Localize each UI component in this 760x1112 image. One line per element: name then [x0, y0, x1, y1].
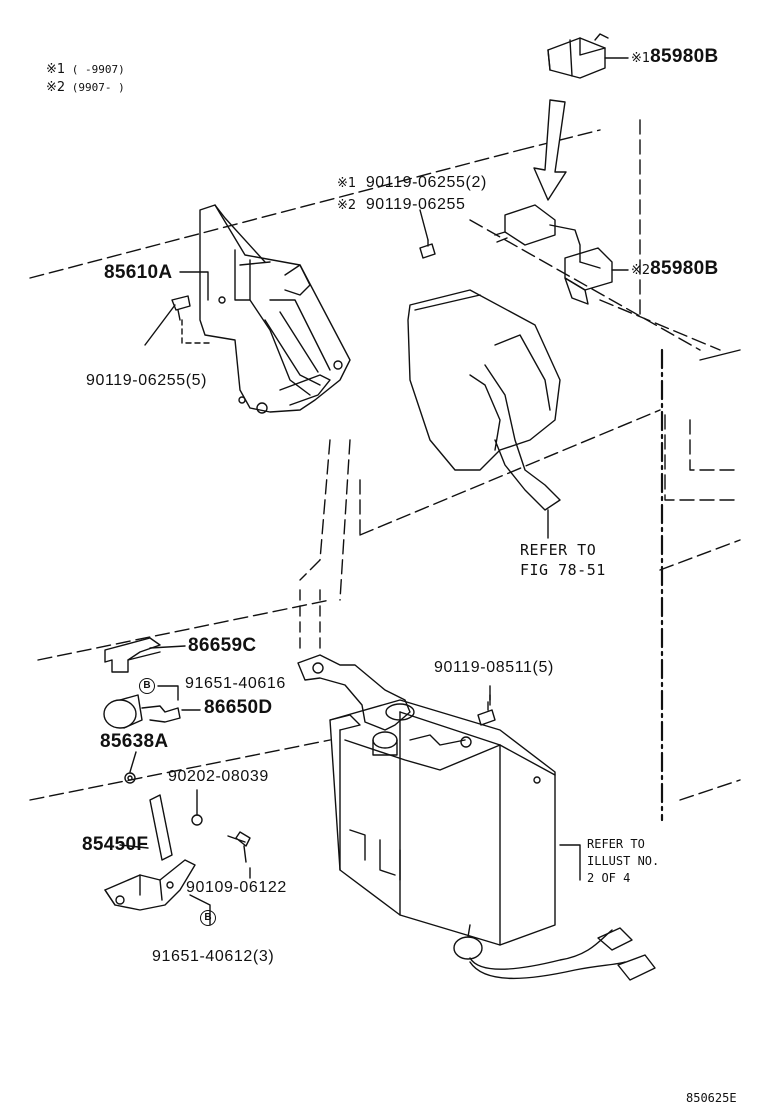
callout-85610A[interactable]: 85610A [104, 262, 173, 283]
refer-fig-note[interactable]: REFER TO FIG 78-51 [520, 541, 606, 579]
callout-90119-08511-5[interactable]: 90119-08511(5) [434, 659, 554, 676]
relay-85980B-1 [547, 33, 609, 79]
link-rod [297, 654, 415, 756]
bracket-86659C [104, 637, 161, 673]
nut-90202 [124, 772, 136, 784]
height-control-85450F [104, 794, 196, 911]
callout-85980B-1[interactable]: ※185980B [631, 46, 719, 67]
bolt-90109 [227, 831, 251, 863]
callout-85980B-2[interactable]: ※285980B [631, 258, 719, 279]
callout-90109-06122[interactable]: 90109-06122 [186, 879, 287, 896]
callout-85638A[interactable]: 85638A [100, 731, 169, 752]
diagram-code: 850625E [686, 1091, 737, 1105]
bolt-90119-06255-5 [171, 295, 191, 321]
ecu-cover [407, 289, 561, 511]
refer-illust-note[interactable]: REFER TO ILLUST NO. 2 OF 4 [587, 837, 660, 885]
body-outline-lower [37, 599, 331, 661]
legend-line-2: ※2 (9907- ) [46, 80, 125, 95]
callout-86659C[interactable]: 86659C [188, 635, 257, 656]
bolt-90119-06255 [419, 239, 436, 259]
callout-90119-06255[interactable]: ※2 90119-06255 [337, 196, 466, 213]
callout-85450F[interactable]: 85450F [82, 834, 149, 855]
callout-91651-40612-3[interactable]: 91651-40612(3) [152, 948, 275, 965]
bolt-90119-08511 [477, 701, 496, 726]
callout-90119-06255-2[interactable]: ※1 90119-06255(2) [337, 174, 487, 191]
legend-line-1: ※1 ( -9907) [46, 62, 125, 77]
callout-90119-06255-5[interactable]: 90119-06255(5) [86, 372, 208, 389]
callout-90202-08039[interactable]: 90202-08039 [168, 768, 269, 785]
sensor-86650D [103, 694, 181, 729]
callout-86650D[interactable]: 86650D [204, 697, 273, 718]
relay-85980B-2 [494, 204, 613, 305]
callout-91651-40616[interactable]: 91651-40616 [185, 675, 286, 692]
clip-b-badge: B [139, 678, 155, 694]
arrow-icon [533, 99, 567, 201]
bracket-85610A [199, 204, 351, 414]
clip-b-badge-2: B [200, 910, 216, 926]
computer-ecu [329, 699, 556, 946]
wire-harness [453, 924, 656, 981]
body-outline-upper [29, 149, 521, 279]
